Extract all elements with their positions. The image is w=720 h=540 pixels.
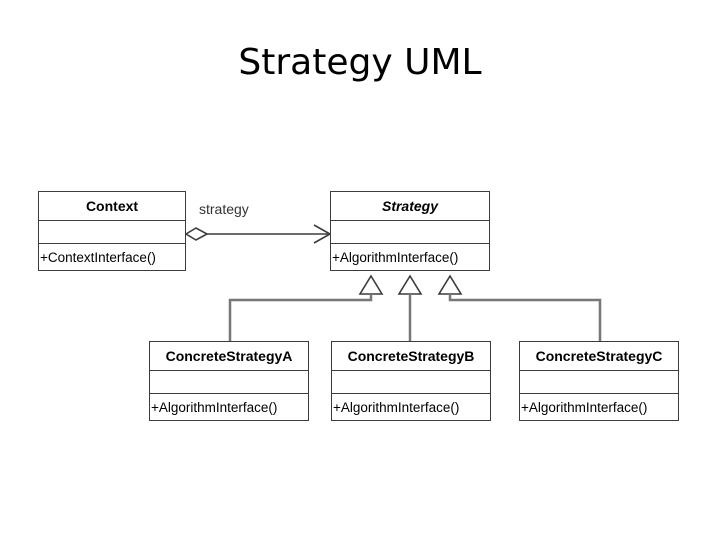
association-label: strategy xyxy=(199,201,249,217)
class-name: ConcreteStrategyB xyxy=(332,342,490,371)
inheritance-triangle-icon-b xyxy=(397,274,423,295)
generalization-arrows xyxy=(358,274,463,295)
class-concrete-strategy-b: ConcreteStrategyB +AlgorithmInterface() xyxy=(331,341,491,421)
class-name: ConcreteStrategyA xyxy=(150,342,308,371)
class-attributes xyxy=(39,221,185,244)
class-name: Strategy xyxy=(331,192,489,221)
class-name: Context xyxy=(39,192,185,221)
class-strategy: Strategy +AlgorithmInterface() xyxy=(330,191,490,271)
aggregation-association xyxy=(184,224,332,244)
class-operation: +AlgorithmInterface() xyxy=(333,399,460,415)
aggregation-diamond-icon xyxy=(184,227,209,241)
class-attributes xyxy=(331,221,489,244)
class-name: ConcreteStrategyC xyxy=(520,342,678,371)
class-context: Context +ContextInterface() xyxy=(38,191,186,271)
inheritance-triangle-icon-a xyxy=(358,274,384,295)
generalization-line-a xyxy=(228,294,373,341)
class-concrete-strategy-a: ConcreteStrategyA +AlgorithmInterface() xyxy=(149,341,309,421)
class-attributes xyxy=(150,371,308,394)
class-attributes xyxy=(332,371,490,394)
generalization-lines xyxy=(228,294,602,341)
class-concrete-strategy-c: ConcreteStrategyC +AlgorithmInterface() xyxy=(519,341,679,421)
class-operation: +AlgorithmInterface() xyxy=(521,399,648,415)
class-operation: +AlgorithmInterface() xyxy=(151,399,278,415)
generalization-line-c xyxy=(448,294,602,341)
class-operation: +AlgorithmInterface() xyxy=(332,249,459,265)
inheritance-triangle-icon-c xyxy=(437,274,463,295)
class-operation: +ContextInterface() xyxy=(40,249,156,265)
slide-title: Strategy UML xyxy=(238,42,482,83)
class-attributes xyxy=(520,371,678,394)
